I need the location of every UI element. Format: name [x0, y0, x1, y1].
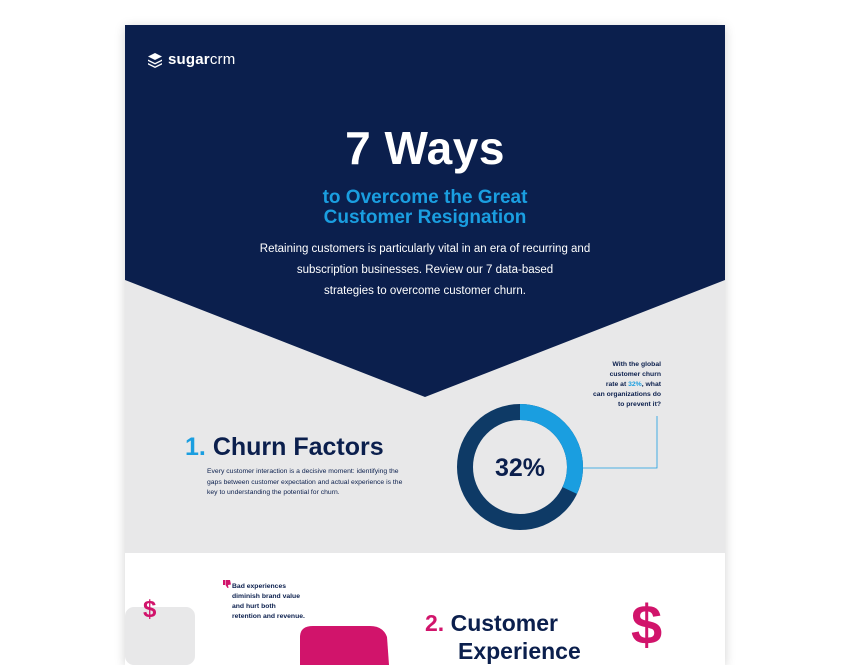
intro-line-3: strategies to overcome customer churn. — [324, 285, 526, 297]
section-2-heading: 2. Customer Experience — [425, 609, 645, 665]
intro-line-2: subscription businesses. Review our 7 da… — [296, 264, 554, 276]
churn-donut-chart: 32% — [457, 404, 583, 530]
churn-callout: With the global customer churn rate at 3… — [573, 360, 661, 410]
bad-experiences-note: Bad experiences diminish brand value and… — [232, 582, 332, 622]
stack-logo-icon — [148, 52, 162, 68]
page-title: 7 Ways — [345, 122, 505, 174]
bad-line-1: Bad experiences — [232, 583, 287, 590]
dollar-large-icon: $ — [631, 593, 663, 656]
sugarcrm-logo[interactable]: sugarcrm — [147, 51, 235, 68]
intro-line-1: Retaining customers is particularly vita… — [259, 243, 591, 255]
infographic-page: sugarcrm 7 Ways to Overcome the Great Cu… — [125, 25, 725, 665]
dollar-icon: $ — [143, 596, 157, 623]
section-1-body: Every customer interaction is a decisive… — [207, 468, 403, 496]
callout-line-2: customer churn — [609, 371, 661, 378]
callout-highlight-value: 32% — [628, 381, 642, 388]
callout-line-1: With the global — [612, 361, 661, 368]
donut-label: 32% — [495, 454, 545, 482]
thumbs-down-icon — [223, 580, 231, 588]
bad-line-4: retention and revenue. — [232, 613, 305, 620]
callout-line-3: rate at 32%, what — [605, 381, 661, 388]
section-2-number: 2. — [425, 610, 445, 636]
section-1-title: Churn Factors — [212, 433, 384, 461]
section-1-heading: 1. Churn Factors — [185, 433, 384, 462]
page-subtitle: to Overcome the Great Customer Resignati… — [125, 188, 725, 228]
donut-value-arc — [457, 404, 583, 530]
bad-line-2: diminish brand value — [232, 593, 300, 600]
subtitle-line-2: Customer Resignation — [323, 207, 527, 228]
logo-wordmark: sugarcrm — [168, 51, 236, 68]
callout-line-5: to prevent it? — [617, 401, 661, 408]
hero-navy-chevron — [125, 25, 725, 397]
section-1-number: 1. — [185, 433, 206, 461]
callout-line-4: can organizations do — [593, 391, 661, 398]
intro-paragraph: Retaining customers is particularly vita… — [235, 239, 615, 302]
subtitle-line-1: to Overcome the Great — [322, 187, 528, 208]
bad-line-3: and hurt both — [232, 603, 276, 610]
section-2-title-line-2: Experience — [458, 638, 581, 664]
section-2-title-line-1: Customer — [450, 610, 558, 636]
